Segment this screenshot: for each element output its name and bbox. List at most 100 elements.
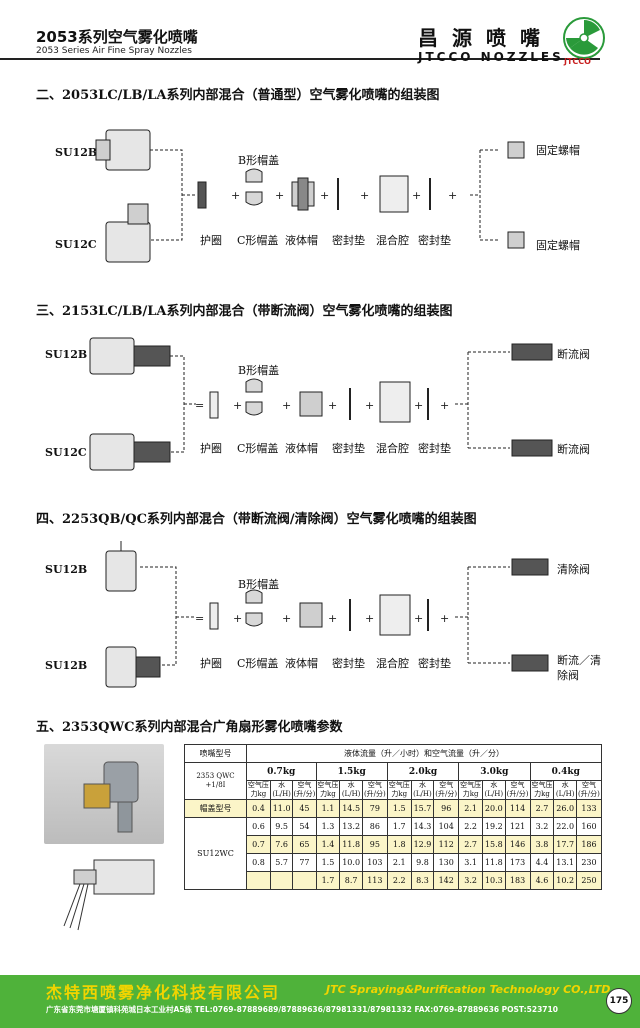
table-cell: 10.0 <box>339 853 363 872</box>
svg-text:+: + <box>282 612 291 625</box>
section-4-top-label: SU12B <box>45 563 88 576</box>
table-cell: 186 <box>575 835 603 854</box>
pressure-3: 2.0kg <box>386 762 460 781</box>
section-4-part-1: 护圈 <box>200 657 222 670</box>
section-4-b-cap-label: B形帽盖 <box>238 578 280 591</box>
sub-header-sub_air_p: 空气压力kg <box>529 780 555 800</box>
cap-cell: 11.0 <box>269 799 294 818</box>
svg-text:+: + <box>328 399 337 412</box>
series-subtitle: 2053 Series Air Fine Spray Nozzles <box>36 46 192 56</box>
su-label: SU12WC <box>184 817 247 890</box>
cap-cell: 45 <box>292 799 317 818</box>
table-cell: 14.3 <box>410 817 435 836</box>
section-2-bottom-label: SU12C <box>55 238 97 251</box>
pressure-2: 1.5kg <box>315 762 388 781</box>
cap-cell: 20.0 <box>482 799 506 818</box>
pressure-5: 0.4kg <box>529 762 603 781</box>
pressure-1: 0.7kg <box>246 762 317 781</box>
pressure-4: 3.0kg <box>458 762 531 781</box>
table-cell: 22.0 <box>553 817 577 836</box>
series-title: 2053系列空气雾化喷嘴 <box>36 28 198 46</box>
cap-cell: 15.7 <box>410 799 435 818</box>
table-cell: 19.2 <box>482 817 506 836</box>
table-cell: 1.4 <box>315 835 341 854</box>
section-2-part-6: 密封垫 <box>418 234 451 247</box>
table-cell: 112 <box>433 835 460 854</box>
section-2-right-top: 固定螺帽 <box>536 144 580 157</box>
table-cell: 173 <box>504 853 531 872</box>
sub-header-sub_water: 水(L/H) <box>553 780 577 800</box>
brand-name-en: JTCCO NOZZLES <box>418 50 564 64</box>
table-cell: 17.7 <box>553 835 577 854</box>
section-4-part-6: 密封垫 <box>418 657 451 670</box>
table-cell: 250 <box>575 871 603 890</box>
section-2-part-3: 液体帽 <box>285 234 318 247</box>
svg-text:+: + <box>282 399 291 412</box>
svg-text:=: = <box>195 399 204 412</box>
table-cell: 142 <box>433 871 460 890</box>
sub-header-sub_water: 水(L/H) <box>410 780 435 800</box>
svg-text:+: + <box>414 399 423 412</box>
cap-cell: 1.5 <box>386 799 412 818</box>
table-cell: 160 <box>575 817 603 836</box>
section-2-assembly-diagram: +++ +++ <box>95 129 525 263</box>
table-cell: 65 <box>292 835 317 854</box>
section-3-part-1: 护圈 <box>200 442 222 455</box>
table-cell: 11.8 <box>482 853 506 872</box>
table-cell: 12.9 <box>410 835 435 854</box>
section-3-part-5: 混合腔 <box>376 442 409 455</box>
svg-text:+: + <box>448 189 457 202</box>
svg-text:=: = <box>195 612 204 625</box>
section-4-part-3: 液体帽 <box>285 657 318 670</box>
sub-header-sub_water: 水(L/H) <box>269 780 294 800</box>
section-4-right-top: 清除阀 <box>557 563 590 576</box>
table-cell: 2.1 <box>386 853 412 872</box>
table-cell: 113 <box>361 871 388 890</box>
table-cell: 103 <box>361 853 388 872</box>
spec-table: 喷嘴型号 液体流量（升／小时）和空气流量（升／分） 2353 QWC +1/8I… <box>184 744 603 890</box>
table-cell: 104 <box>433 817 460 836</box>
page-number: 175 <box>606 988 632 1014</box>
model-suffix: +1/8I <box>205 781 226 789</box>
table-cell: 9.5 <box>269 817 294 836</box>
table-cell: 13.2 <box>339 817 363 836</box>
section-4-right-bottom-2: 除阀 <box>557 669 579 682</box>
cap-cell: 79 <box>361 799 388 818</box>
svg-text:+: + <box>231 189 240 202</box>
section-3-part-2: C形帽盖 <box>237 442 279 455</box>
sub-header-sub_air: 空气(升/分) <box>292 780 317 800</box>
section-3-right-top: 断流阀 <box>557 348 590 361</box>
section-3-right-bottom: 断流阀 <box>557 443 590 456</box>
sub-header-sub_air_p: 空气压力kg <box>386 780 412 800</box>
table-cell: 95 <box>361 835 388 854</box>
table-cell: 2.2 <box>386 871 412 890</box>
cap-cell: 2.1 <box>458 799 484 818</box>
sub-header-sub_air_p: 空气压力kg <box>315 780 341 800</box>
section-4-part-5: 混合腔 <box>376 657 409 670</box>
table-cell: 121 <box>504 817 531 836</box>
table-cell: 5.7 <box>269 853 294 872</box>
table-cell: 10.3 <box>482 871 506 890</box>
sub-header-sub_water: 水(L/H) <box>339 780 363 800</box>
section-4-part-4: 密封垫 <box>332 657 365 670</box>
svg-text:+: + <box>233 399 242 412</box>
svg-text:+: + <box>275 189 284 202</box>
cap-cell: 26.0 <box>553 799 577 818</box>
cap-cell: 1.1 <box>315 799 341 818</box>
table-cell: 86 <box>361 817 388 836</box>
section-3-part-4: 密封垫 <box>332 442 365 455</box>
cap-cell: 96 <box>433 799 460 818</box>
table-cell: 0.6 <box>246 817 271 836</box>
sub-header-sub_air: 空气(升/分) <box>575 780 603 800</box>
table-cell <box>246 871 271 890</box>
nozzle-spray-sketch <box>63 859 155 931</box>
svg-text:+: + <box>412 189 421 202</box>
table-cell: 3.1 <box>458 853 484 872</box>
section-2-part-4: 密封垫 <box>332 234 365 247</box>
brand-name-cn: 昌源喷嘴 <box>418 26 554 50</box>
table-cell: 4.6 <box>529 871 555 890</box>
